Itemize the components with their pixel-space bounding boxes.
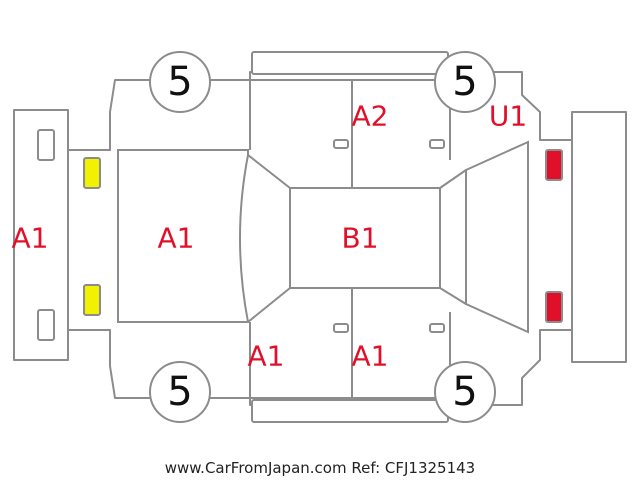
- lower-handle-front: [333, 323, 349, 333]
- damage-code-lower-rear-door: A1: [352, 340, 389, 373]
- upper-side-skirt: [251, 51, 449, 75]
- damage-code-hood: A1: [158, 222, 195, 255]
- footer-reference: www.CarFromJapan.com Ref: CFJ1325143: [165, 459, 475, 477]
- damage-code-front-bumper: A1: [12, 222, 49, 255]
- tire-rear-right-icon: [434, 361, 496, 423]
- front-bumper: [13, 109, 69, 361]
- taillight-top: [545, 149, 563, 181]
- lower-handle-rear: [429, 323, 445, 333]
- tire-front-right-rating: 5: [167, 369, 192, 415]
- rear-bumper: [571, 111, 627, 363]
- upper-handle-front: [333, 139, 349, 149]
- tire-rear-right-rating: 5: [452, 369, 477, 415]
- lower-side-skirt: [251, 399, 449, 423]
- rear-window: [439, 169, 467, 305]
- tire-front-right-icon: [149, 361, 211, 423]
- front-bumper-slot-bottom: [37, 309, 55, 341]
- windshield: [239, 154, 291, 323]
- upper-handle-rear: [429, 139, 445, 149]
- headlight-bottom: [83, 284, 101, 316]
- tire-rear-left-icon: [434, 51, 496, 113]
- upper-door-lines: [249, 79, 451, 188]
- front-bumper-slot-top: [37, 129, 55, 161]
- headlight-top: [83, 157, 101, 189]
- tire-rear-left-rating: 5: [452, 59, 477, 105]
- damage-code-rear-upper: U1: [489, 100, 527, 133]
- damage-code-upper-door: A2: [352, 100, 389, 133]
- tire-front-left-rating: 5: [167, 59, 192, 105]
- taillight-bottom: [545, 291, 563, 323]
- lower-door-lines: [249, 288, 451, 399]
- damage-code-lower-front-door: A1: [248, 340, 285, 373]
- tire-front-left-icon: [149, 51, 211, 113]
- damage-code-roof: B1: [341, 222, 378, 255]
- rear-hatch: [465, 140, 529, 334]
